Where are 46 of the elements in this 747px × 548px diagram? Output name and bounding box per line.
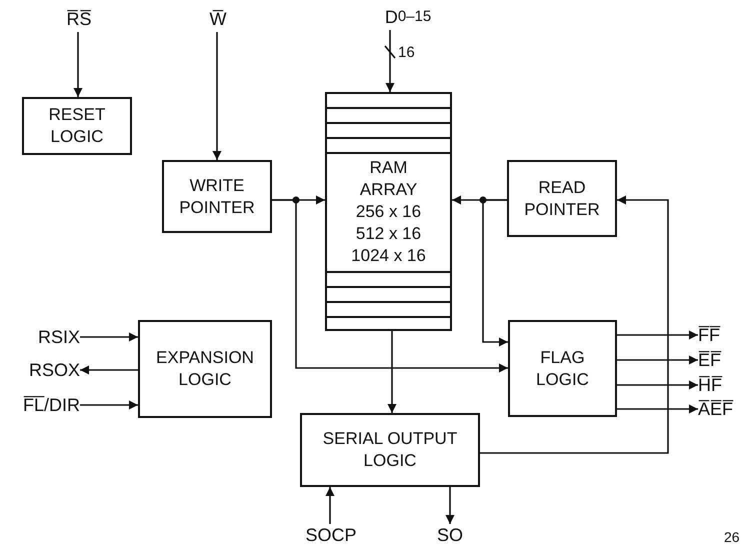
block-label: READ POINTER <box>523 176 601 220</box>
block-label: FLAG LOGIC <box>535 346 590 390</box>
arrow <box>482 199 508 346</box>
block-label: WRITE POINTER <box>178 174 256 218</box>
signal-name: RSIX <box>18 326 80 348</box>
block-label: 256 x 16 <box>356 200 422 222</box>
logic-block <box>22 97 132 155</box>
block-label: RESET LOGIC <box>48 104 106 148</box>
logic-block <box>162 160 272 233</box>
arrow <box>617 404 698 414</box>
signal-name: F̅L̅/DIR <box>4 394 80 416</box>
arrow <box>212 32 222 160</box>
arrow <box>617 356 698 364</box>
bus-width-label: 16 <box>398 44 415 62</box>
arrow <box>80 400 138 410</box>
arrow <box>617 330 698 340</box>
signal-name: RSOX <box>18 359 80 381</box>
page-number: 26 <box>724 528 740 546</box>
signal-name: R̅S̅ <box>62 6 96 32</box>
arrow <box>446 487 454 524</box>
block-label: 1024 x 16 <box>351 244 426 266</box>
arrow <box>388 331 396 413</box>
logic-block <box>507 160 617 237</box>
signal-name: SO <box>433 524 467 546</box>
arrow <box>617 380 698 390</box>
signal-name: W̅ <box>205 6 231 32</box>
arrow <box>326 487 334 524</box>
signal-name: F̅F̅ <box>698 324 746 346</box>
block-label: 512 x 16 <box>356 222 422 244</box>
memory-array-block <box>325 92 452 331</box>
arrow <box>80 366 138 374</box>
block-label: RAM ARRAY <box>358 156 418 200</box>
arrow <box>272 199 508 372</box>
logic-block <box>508 320 617 417</box>
logic-block <box>138 320 272 418</box>
arrow <box>386 30 394 92</box>
block-label: EXPANSION LOGIC <box>155 347 255 391</box>
signal-name: A̅E̅F̅ <box>698 398 746 420</box>
signal-name: H̅F̅ <box>698 374 746 396</box>
arrow <box>480 196 669 454</box>
block-label: SERIAL OUTPUT LOGIC <box>322 428 458 472</box>
arrow <box>74 32 82 97</box>
signal-name: SOCP <box>298 524 364 546</box>
arrow <box>80 332 138 342</box>
logic-block <box>300 413 480 487</box>
signal-name: E̅F̅ <box>698 349 746 371</box>
